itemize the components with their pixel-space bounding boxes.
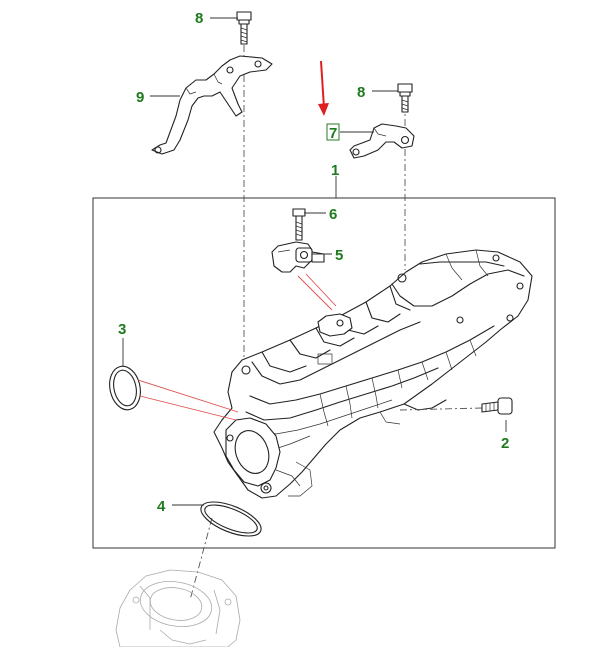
indicator-arrow-icon (318, 60, 329, 116)
callout-7[interactable]: 7 (329, 125, 337, 142)
callout-8-right[interactable]: 8 (357, 84, 365, 101)
assembly-frame (92, 197, 556, 549)
callout-1[interactable]: 1 (331, 162, 339, 179)
callout-7-highlight-box (326, 123, 340, 141)
gasket-4[interactable] (196, 495, 265, 543)
throttle-body-outline (115, 569, 241, 647)
bolt-8-top[interactable] (236, 11, 252, 45)
callout-6[interactable]: 6 (329, 206, 337, 223)
callout-8-top[interactable]: 8 (195, 10, 203, 27)
callout-3[interactable]: 3 (118, 321, 126, 338)
intake-manifold-1[interactable] (213, 249, 533, 499)
sensor-5[interactable] (271, 241, 325, 273)
callout-5[interactable]: 5 (335, 247, 343, 264)
callout-9[interactable]: 9 (136, 89, 144, 106)
o-ring-3[interactable] (106, 363, 144, 412)
callout-4[interactable]: 4 (157, 498, 166, 515)
callout-2[interactable]: 2 (501, 435, 509, 452)
leader-lines (122, 17, 507, 506)
callout-labels: 8 9 8 7 1 6 5 3 2 4 (118, 10, 509, 515)
bracket-7[interactable] (349, 123, 415, 159)
sensor-2-link (399, 407, 483, 411)
bolt-6[interactable] (292, 208, 306, 241)
bracket-9[interactable] (151, 55, 273, 155)
sensor-2[interactable] (481, 397, 513, 415)
bolt-8-right[interactable] (397, 83, 413, 113)
